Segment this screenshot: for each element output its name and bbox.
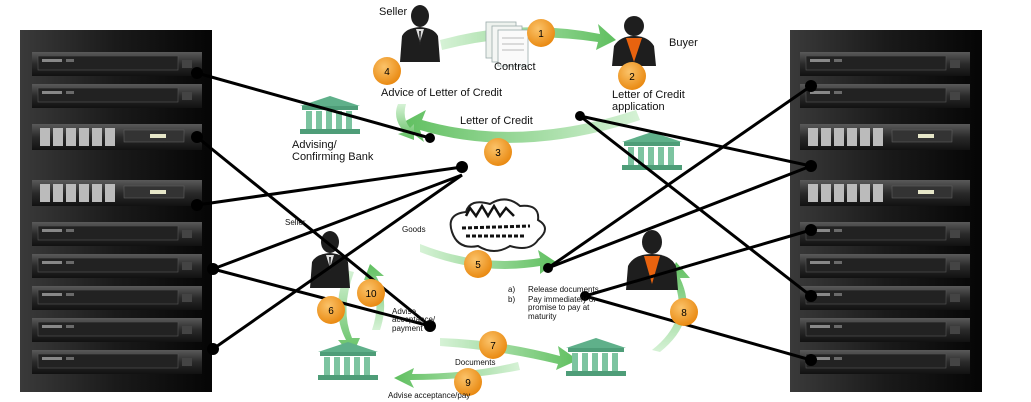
step-badge-9: 9 xyxy=(454,368,482,396)
svg-text:10: 10 xyxy=(365,289,377,300)
seller-mid-person-icon xyxy=(310,231,350,288)
release-a-text: Release documents xyxy=(528,285,599,294)
arrow-documents xyxy=(440,338,578,370)
step-badge-8: 8 xyxy=(670,298,698,326)
connector-lines xyxy=(196,71,812,362)
step-badge-7: 7 xyxy=(479,331,507,359)
release-b-marker: b) xyxy=(508,295,516,304)
arrow-goods xyxy=(420,244,556,274)
buyer-bank-bottom-icon xyxy=(566,338,626,376)
svg-text:9: 9 xyxy=(465,378,471,389)
step-badge-1: 1 xyxy=(527,19,555,47)
svg-text:8: 8 xyxy=(681,308,687,319)
svg-text:4: 4 xyxy=(384,67,390,78)
step-badge-10: 10 xyxy=(357,279,385,307)
step-badge-6: 6 xyxy=(317,296,345,324)
advise-acceptance-payment-label: Advise acceptance/ payment xyxy=(392,307,436,333)
seller-bank-bottom-icon xyxy=(318,342,378,380)
connector-dots xyxy=(191,67,817,366)
letter-of-credit-label: Letter of Credit xyxy=(460,115,533,127)
contract-label: Contract xyxy=(494,61,536,73)
seller-top-label: Seller xyxy=(379,6,408,18)
release-a-marker: a) xyxy=(508,285,516,294)
release-b-text: Pay immediately or promise to pay at mat… xyxy=(528,295,597,321)
seller-mid-label: Seller xyxy=(285,218,306,227)
advising-bank-label-2: Confirming Bank xyxy=(292,151,374,163)
svg-text:5: 5 xyxy=(475,260,481,271)
issuing-bank-top-icon xyxy=(622,132,682,170)
advise-acceptance-pay-label: Advise acceptance/pay xyxy=(388,391,471,400)
right-server-rack-icon xyxy=(790,30,982,392)
svg-text:6: 6 xyxy=(328,306,334,317)
left-server-rack-icon xyxy=(20,30,212,392)
step-badge-3: 3 xyxy=(484,138,512,166)
svg-text:7: 7 xyxy=(490,341,496,352)
step-badge-2: 2 xyxy=(618,62,646,90)
svg-text:1: 1 xyxy=(538,29,544,40)
step-badge-5: 5 xyxy=(464,250,492,278)
goods-label: Goods xyxy=(402,225,426,234)
arrow-step-6 xyxy=(338,270,360,356)
buyer-label: Buyer xyxy=(669,37,698,49)
step-badges: 1 2 3 4 5 6 7 8 9 10 xyxy=(317,19,698,396)
arrow-step-8 xyxy=(652,262,690,352)
arrow-letter-of-credit xyxy=(400,110,640,143)
contract-document-icon xyxy=(485,21,529,67)
advice-lc-label: Advice of Letter of Credit xyxy=(381,87,503,99)
step-badge-4: 4 xyxy=(373,57,401,85)
lc-application-label-1: Letter of Credit xyxy=(612,89,685,101)
svg-text:2: 2 xyxy=(629,72,635,83)
svg-text:3: 3 xyxy=(495,148,501,159)
lc-application-label-2: application xyxy=(612,101,665,113)
documents-label: Documents xyxy=(455,358,496,367)
cloud-icon xyxy=(449,198,546,252)
buyer-top-person-icon xyxy=(612,16,656,66)
advising-bank-label-1: Advising/ xyxy=(292,139,337,151)
